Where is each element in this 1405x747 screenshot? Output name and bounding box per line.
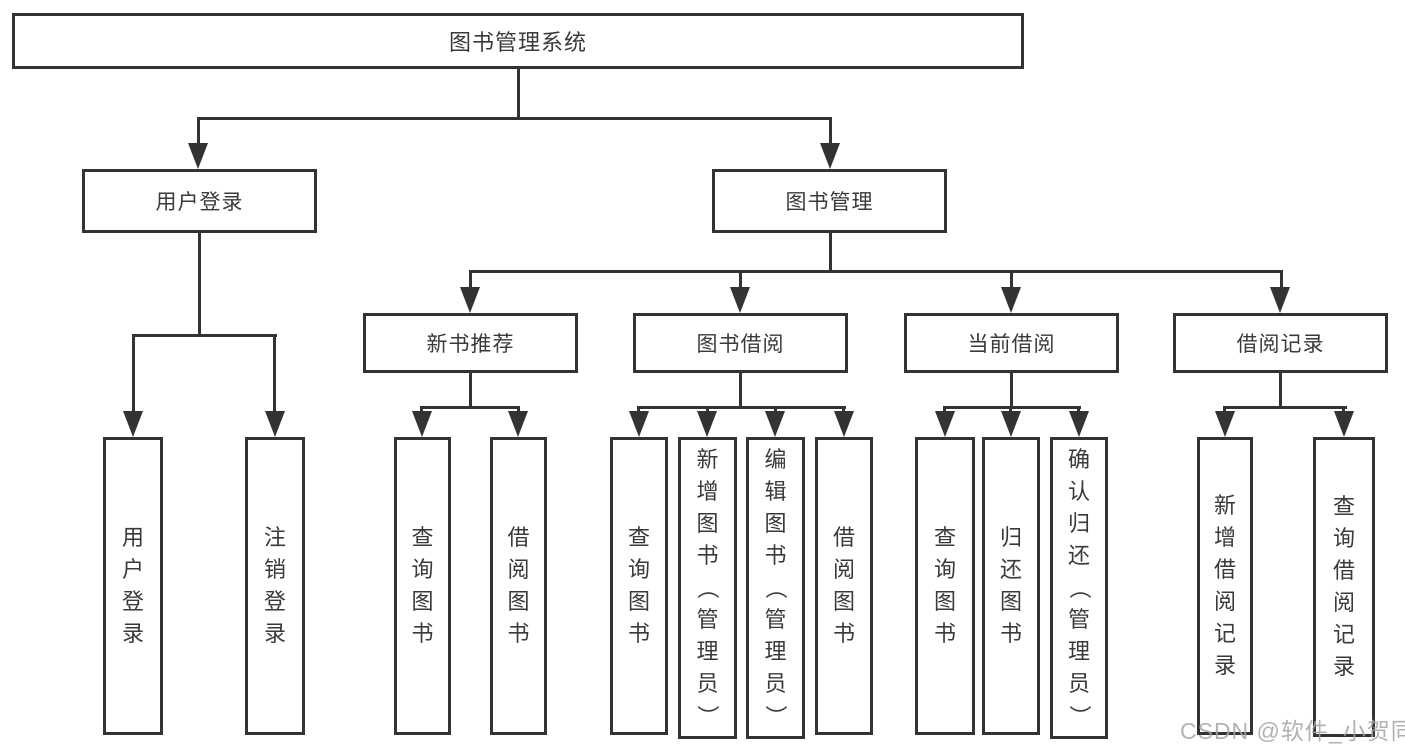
leaf-borrow-book-recommend: 借阅图书	[490, 437, 547, 735]
arrowhead-confirm-return-icon	[1069, 411, 1089, 437]
connector-borrow-record-trunk	[1279, 373, 1282, 409]
leaf-query-book-current: 查询图书	[915, 437, 975, 735]
leaf-query-book-borrow: 查询图书	[610, 437, 668, 735]
connector-drop-borrow-record	[1280, 270, 1283, 289]
leaf-user-login-label: 用户登录	[121, 525, 144, 646]
connector-drop-confirm-return	[1077, 406, 1080, 413]
arrowhead-user-login-icon	[188, 143, 208, 169]
arrowhead-edit-book-icon	[765, 411, 785, 437]
connector-drop-borrow-book-c	[842, 406, 845, 413]
node-new-book-recommend: 新书推荐	[363, 313, 578, 373]
leaf-edit-book-admin: 编辑图书（管理员）	[746, 437, 805, 739]
connector-book-borrow-rail	[637, 406, 846, 409]
connector-drop-new-book-recommend	[469, 270, 472, 289]
leaf-query-book-current-label: 查询图书	[933, 525, 956, 646]
leaf-confirm-return-admin-label: 确认归还（管理员）	[1066, 447, 1092, 728]
connector-drop-borrow-book-b	[517, 406, 520, 413]
arrowhead-query-borrow-record-icon	[1334, 411, 1354, 437]
node-current-borrow: 当前借阅	[904, 313, 1119, 373]
connector-borrow-record-rail	[1223, 406, 1347, 409]
node-book-management-label: 图书管理	[785, 191, 874, 214]
arrowhead-new-book-recommend-icon	[460, 287, 480, 313]
watermark: CSDN @软件_小贺同学	[1180, 718, 1405, 744]
leaf-add-borrow-record: 新增借阅记录	[1197, 437, 1253, 735]
node-user-login: 用户登录	[82, 169, 317, 233]
leaf-borrow-book-borrow: 借阅图书	[815, 437, 873, 735]
connector-drop-query-book-b	[420, 406, 423, 413]
connector-user-login-rail	[132, 334, 277, 337]
leaf-query-borrow-record-label: 查询借阅记录	[1332, 494, 1355, 679]
connector-drop-leaf-logout	[273, 334, 276, 413]
connector-root-trunk	[517, 68, 520, 119]
connector-drop-return-book	[1009, 406, 1012, 413]
leaf-confirm-return-admin: 确认归还（管理员）	[1050, 437, 1108, 739]
arrowhead-query-book-d-icon	[935, 411, 955, 437]
node-borrow-record: 借阅记录	[1173, 313, 1388, 373]
connector-drop-current-borrow	[1010, 270, 1013, 289]
connector-drop-leaf-user-login	[132, 334, 135, 413]
arrowhead-borrow-book-b-icon	[508, 411, 528, 437]
leaf-add-borrow-record-label: 新增借阅记录	[1213, 493, 1236, 678]
connector-drop-edit-book	[774, 406, 777, 413]
leaf-borrow-book-recommend-label: 借阅图书	[507, 525, 530, 646]
connector-drop-add-borrow-record	[1223, 406, 1226, 413]
node-book-borrow: 图书借阅	[633, 313, 848, 373]
leaf-return-book: 归还图书	[982, 437, 1040, 735]
arrowhead-leaf-logout-icon	[265, 411, 285, 437]
arrowhead-borrow-book-c-icon	[834, 411, 854, 437]
arrowhead-book-borrow-icon	[730, 287, 750, 313]
leaf-query-book-recommend: 查询图书	[394, 437, 451, 735]
arrowhead-query-book-b-icon	[412, 411, 432, 437]
connector-drop-add-book	[706, 406, 709, 413]
leaf-return-book-label: 归还图书	[999, 525, 1022, 646]
arrowhead-add-borrow-record-icon	[1215, 411, 1235, 437]
arrowhead-borrow-record-icon	[1270, 287, 1290, 313]
leaf-query-book-recommend-label: 查询图书	[411, 525, 434, 646]
node-borrow-record-label: 借阅记录	[1236, 333, 1325, 356]
node-root: 图书管理系统	[12, 13, 1024, 69]
leaf-query-borrow-record: 查询借阅记录	[1313, 437, 1375, 737]
leaf-add-book-admin-label: 新增图书（管理员）	[695, 447, 721, 728]
leaf-logout: 注销登录	[245, 437, 305, 735]
connector-drop-query-book-d	[943, 406, 946, 413]
connector-new-book-recommend-rail	[420, 406, 520, 409]
leaf-edit-book-admin-label: 编辑图书（管理员）	[763, 447, 789, 728]
arrowhead-current-borrow-icon	[1001, 287, 1021, 313]
arrowhead-add-book-icon	[697, 411, 717, 437]
node-new-book-recommend-label: 新书推荐	[426, 333, 515, 356]
connector-level2-rail	[469, 270, 1283, 273]
node-book-management: 图书管理	[712, 169, 947, 233]
connector-book-borrow-trunk	[739, 373, 742, 409]
connector-current-borrow-rail	[943, 406, 1081, 409]
arrowhead-book-management-icon	[820, 143, 840, 169]
connector-new-book-recommend-trunk	[469, 373, 472, 409]
leaf-add-book-admin: 新增图书（管理员）	[678, 437, 737, 739]
connector-drop-book-borrow	[739, 270, 742, 289]
leaf-logout-label: 注销登录	[263, 525, 286, 646]
connector-book-management-trunk	[829, 233, 832, 273]
node-current-borrow-label: 当前借阅	[967, 333, 1056, 356]
node-user-login-label: 用户登录	[155, 191, 244, 214]
connector-drop-user-login	[197, 117, 200, 145]
arrowhead-leaf-user-login-icon	[123, 411, 143, 437]
leaf-query-book-borrow-label: 查询图书	[627, 525, 650, 646]
arrowhead-query-book-c-icon	[629, 411, 649, 437]
connector-drop-query-borrow-record	[1342, 406, 1345, 413]
node-root-label: 图书管理系统	[448, 30, 587, 55]
connector-current-borrow-trunk	[1010, 373, 1013, 409]
connector-drop-query-book-c	[637, 406, 640, 413]
arrowhead-return-book-icon	[1001, 411, 1021, 437]
leaf-user-login: 用户登录	[103, 437, 163, 735]
leaf-borrow-book-borrow-label: 借阅图书	[832, 525, 855, 646]
connector-user-login-trunk	[198, 233, 201, 337]
connector-drop-book-management	[829, 117, 832, 145]
node-book-borrow-label: 图书借阅	[696, 333, 785, 356]
connector-level1-rail	[197, 117, 832, 120]
